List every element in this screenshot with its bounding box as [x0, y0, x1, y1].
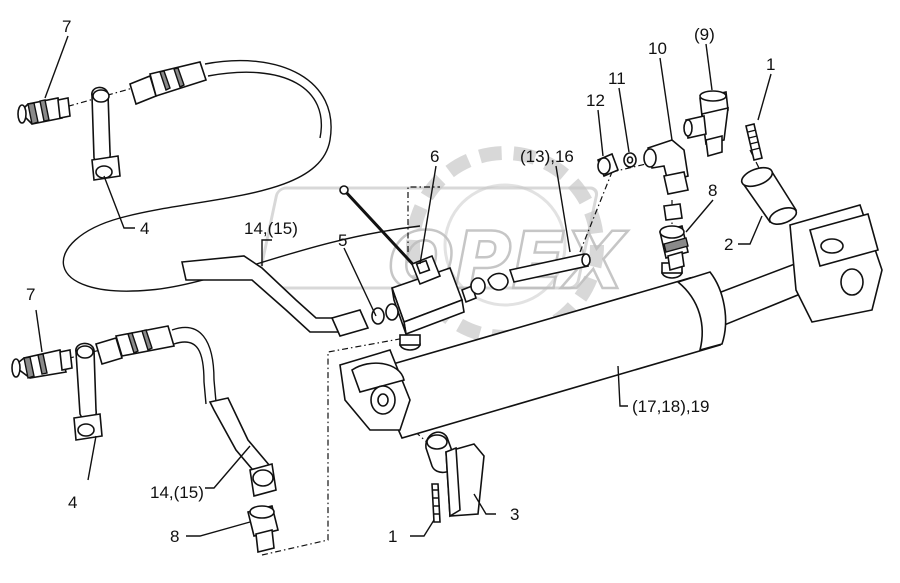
callout-13-16: (13),16 [520, 147, 574, 166]
callout-4-bottom: 4 [68, 493, 77, 512]
callout-9: (9) [694, 25, 715, 44]
callout-6: 6 [430, 147, 439, 166]
right-fittings [596, 90, 729, 272]
callout-14-top: 14,(15) [244, 219, 298, 238]
pipe-14-top [181, 255, 370, 337]
callout-10: 10 [648, 39, 667, 58]
callout-2: 2 [724, 235, 733, 254]
callout-1-top: 1 [766, 55, 775, 74]
callout-4-top: 4 [140, 219, 149, 238]
pin-and-bracket-bottom [425, 431, 485, 523]
callout-11: 11 [608, 69, 626, 88]
callout-5: 5 [338, 231, 347, 250]
callout-labels: 7 4 7 4 14,(15) 14,(15) 8 5 6 (13),16 12… [26, 17, 775, 546]
valve-block [339, 185, 591, 336]
callout-7-top: 7 [62, 17, 71, 36]
callout-12: 12 [586, 91, 605, 110]
callout-17-18-19: (17,18),19 [632, 397, 710, 416]
upper-hose-assembly [17, 60, 421, 292]
pin-and-bush-top [740, 123, 798, 225]
callout-7-bottom: 7 [26, 285, 35, 304]
callout-8-bottom: 8 [170, 527, 179, 546]
hydraulic-cylinder [339, 204, 883, 439]
callout-14-bottom: 14,(15) [150, 483, 204, 502]
callout-1-bottom: 1 [388, 527, 397, 546]
leader-lines [35, 35, 772, 537]
callout-8-top: 8 [708, 181, 717, 200]
callout-3: 3 [510, 505, 519, 524]
lower-hose-assembly [11, 325, 279, 553]
